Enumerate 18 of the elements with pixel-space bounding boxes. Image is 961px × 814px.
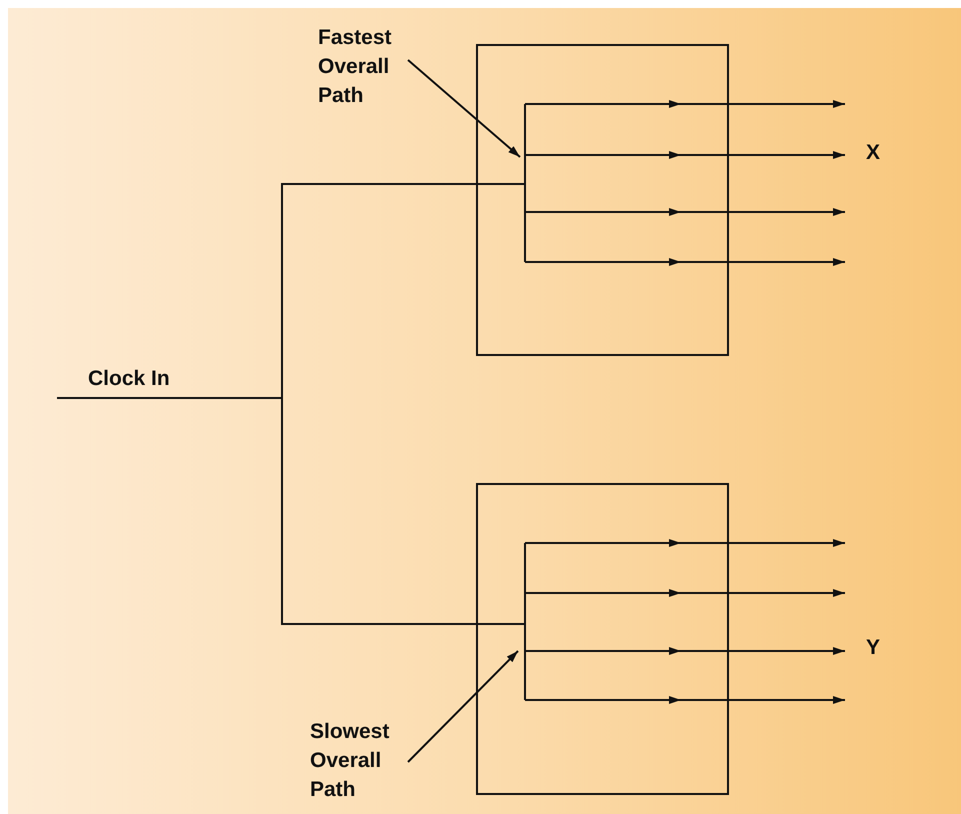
output-arrow xyxy=(525,696,845,704)
output-arrow xyxy=(525,208,845,216)
output-arrow xyxy=(525,647,845,655)
output-arrow xyxy=(525,258,845,266)
output-arrow xyxy=(525,100,845,108)
output-arrow xyxy=(525,539,845,547)
leader-line xyxy=(407,650,519,763)
signal-label: Clock In xyxy=(57,364,182,398)
callout-text: Fastest Overall Path xyxy=(318,23,408,110)
output-arrow xyxy=(525,589,845,597)
leader-line xyxy=(407,59,521,158)
output-label: Y xyxy=(866,635,880,661)
output-label: X xyxy=(866,140,880,166)
callout-text: Slowest Overall Path xyxy=(310,717,400,804)
circuit-block xyxy=(476,44,729,356)
clock-wire xyxy=(57,397,476,625)
circuit-block xyxy=(476,483,729,795)
output-arrow xyxy=(525,151,845,159)
